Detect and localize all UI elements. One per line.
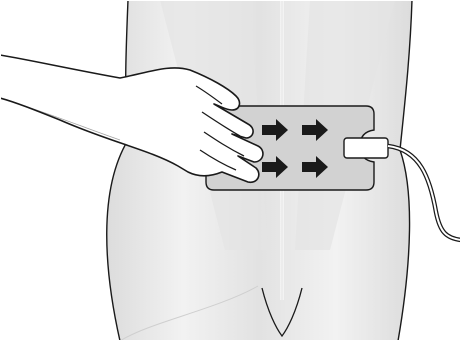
cable-connector-icon	[344, 138, 388, 158]
